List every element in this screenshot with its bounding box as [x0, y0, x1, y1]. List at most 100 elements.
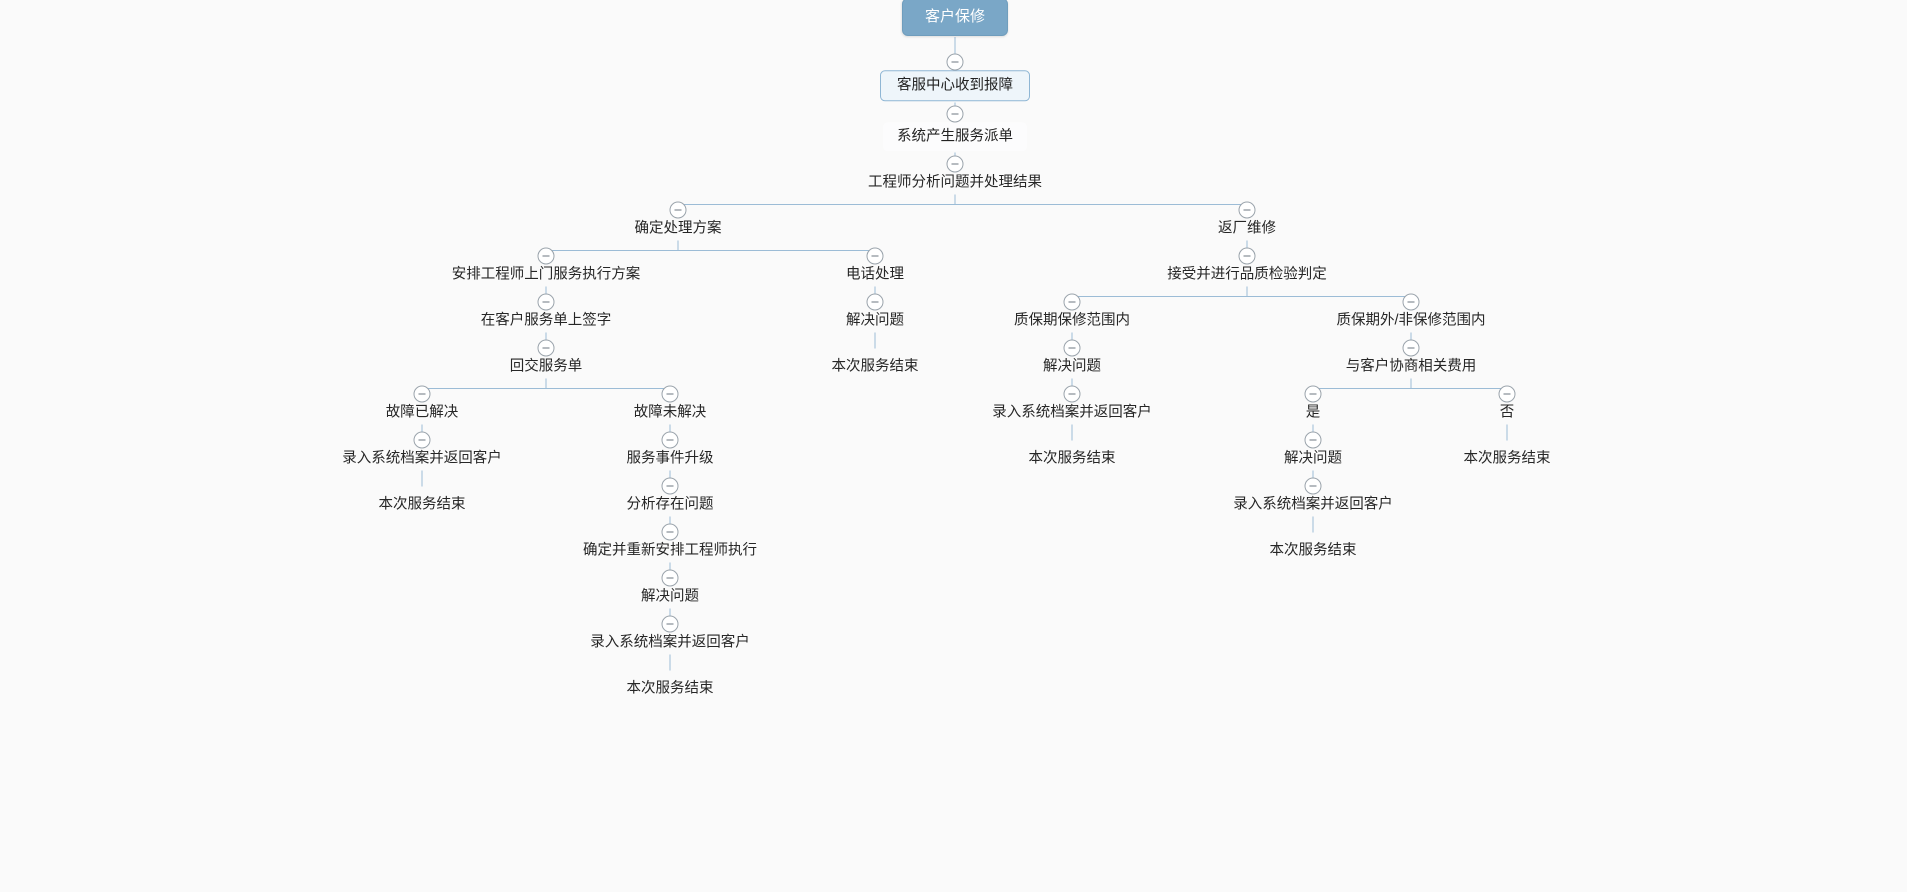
node-label: 在客户服务单上签字 — [480, 312, 612, 329]
node-label: 否 — [1499, 404, 1515, 421]
node-label: 客户保修 — [924, 8, 986, 25]
collapse-minus-icon[interactable] — [537, 247, 555, 265]
mindmap-node[interactable]: 录入系统档案并返回客户 — [986, 402, 1158, 423]
root-node[interactable]: 客户保修 — [901, 0, 1009, 36]
mindmap-node[interactable]: 安排工程师上门服务执行方案 — [446, 264, 647, 285]
node-label: 录入系统档案并返回客户 — [992, 404, 1152, 421]
node-label: 确定处理方案 — [634, 220, 722, 237]
mindmap-node[interactable]: 与客户协商相关费用 — [1340, 356, 1483, 377]
node-label: 工程师分析问题并处理结果 — [868, 174, 1042, 191]
mindmap-node[interactable]: 本次服务结束 — [1023, 448, 1122, 469]
minus-bar — [951, 61, 959, 63]
mindmap-node[interactable]: 故障已解决 — [380, 402, 465, 423]
collapse-minus-icon[interactable] — [661, 569, 679, 587]
mindmap-node[interactable]: 接受并进行品质检验判定 — [1161, 264, 1333, 285]
minus-bar — [1407, 347, 1415, 349]
node-label: 系统产生服务派单 — [897, 128, 1013, 145]
mindmap-node[interactable]: 确定并重新安排工程师执行 — [577, 540, 763, 561]
minus-bar — [674, 209, 682, 211]
minus-bar — [666, 393, 674, 395]
collapse-minus-icon[interactable] — [1304, 385, 1322, 403]
collapse-minus-icon[interactable] — [413, 385, 431, 403]
mindmap-node[interactable]: 录入系统档案并返回客户 — [336, 448, 508, 469]
mindmap-node[interactable]: 解决问题 — [1278, 448, 1348, 469]
collapse-minus-icon[interactable] — [1063, 339, 1081, 357]
node-label: 确定并重新安排工程师执行 — [583, 542, 757, 559]
minus-bar — [1068, 301, 1076, 303]
minus-bar — [951, 113, 959, 115]
mindmap-node[interactable]: 本次服务结束 — [1458, 448, 1557, 469]
collapse-minus-icon[interactable] — [1304, 431, 1322, 449]
mindmap-node[interactable]: 否 — [1494, 402, 1521, 423]
mindmap-node[interactable]: 录入系统档案并返回客户 — [584, 632, 756, 653]
minus-bar — [871, 255, 879, 257]
minus-bar — [542, 255, 550, 257]
mindmap-node[interactable]: 本次服务结束 — [373, 494, 472, 515]
mindmap-node[interactable]: 系统产生服务派单 — [883, 122, 1027, 152]
mindmap-node[interactable]: 本次服务结束 — [1264, 540, 1363, 561]
node-label: 本次服务结束 — [1463, 450, 1551, 467]
node-label: 故障已解决 — [385, 404, 459, 421]
collapse-minus-icon[interactable] — [866, 247, 884, 265]
minus-bar — [666, 439, 674, 441]
collapse-minus-icon[interactable] — [661, 385, 679, 403]
collapse-minus-icon[interactable] — [946, 105, 964, 123]
collapse-minus-icon[interactable] — [1498, 385, 1516, 403]
collapse-minus-icon[interactable] — [661, 615, 679, 633]
collapse-minus-icon[interactable] — [946, 53, 964, 71]
mindmap-node[interactable]: 录入系统档案并返回客户 — [1227, 494, 1399, 515]
minus-bar — [1309, 439, 1317, 441]
mindmap-node[interactable]: 服务事件升级 — [621, 448, 720, 469]
collapse-minus-icon[interactable] — [1304, 477, 1322, 495]
minus-bar — [542, 301, 550, 303]
collapse-minus-icon[interactable] — [537, 339, 555, 357]
node-label: 解决问题 — [1284, 450, 1342, 467]
mindmap-node[interactable]: 解决问题 — [840, 310, 910, 331]
mindmap-node[interactable]: 工程师分析问题并处理结果 — [862, 172, 1048, 193]
mindmap-node[interactable]: 客服中心收到报障 — [880, 70, 1030, 102]
collapse-minus-icon[interactable] — [661, 431, 679, 449]
minus-bar — [418, 393, 426, 395]
node-label: 本次服务结束 — [626, 680, 714, 697]
mindmap-node[interactable]: 质保期外/非保修范围内 — [1330, 310, 1491, 331]
minus-bar — [1309, 485, 1317, 487]
collapse-minus-icon[interactable] — [1238, 247, 1256, 265]
mindmap-node[interactable]: 解决问题 — [1037, 356, 1107, 377]
node-label: 录入系统档案并返回客户 — [1233, 496, 1393, 513]
collapse-minus-icon[interactable] — [1063, 293, 1081, 311]
node-label: 录入系统档案并返回客户 — [342, 450, 502, 467]
mindmap-node[interactable]: 回交服务单 — [504, 356, 589, 377]
collapse-minus-icon[interactable] — [1238, 201, 1256, 219]
mindmap-node[interactable]: 本次服务结束 — [826, 356, 925, 377]
mindmap-node[interactable]: 解决问题 — [635, 586, 705, 607]
node-label: 本次服务结束 — [1028, 450, 1116, 467]
collapse-minus-icon[interactable] — [669, 201, 687, 219]
mindmap-node[interactable]: 故障未解决 — [628, 402, 713, 423]
collapse-minus-icon[interactable] — [413, 431, 431, 449]
mindmap-node[interactable]: 在客户服务单上签字 — [475, 310, 618, 331]
mindmap-node[interactable]: 返厂维修 — [1212, 218, 1282, 239]
mindmap-node[interactable]: 质保期保修范围内 — [1008, 310, 1136, 331]
collapse-minus-icon[interactable] — [661, 523, 679, 541]
collapse-minus-icon[interactable] — [537, 293, 555, 311]
collapse-minus-icon[interactable] — [1402, 293, 1420, 311]
minus-bar — [1503, 393, 1511, 395]
node-label: 质保期保修范围内 — [1014, 312, 1130, 329]
mindmap-node[interactable]: 电话处理 — [840, 264, 910, 285]
node-label: 服务事件升级 — [626, 450, 714, 467]
collapse-minus-icon[interactable] — [946, 155, 964, 173]
collapse-minus-icon[interactable] — [661, 477, 679, 495]
collapse-minus-icon[interactable] — [866, 293, 884, 311]
collapse-minus-icon[interactable] — [1063, 385, 1081, 403]
mindmap-node[interactable]: 分析存在问题 — [621, 494, 720, 515]
node-label: 本次服务结束 — [378, 496, 466, 513]
minus-bar — [666, 623, 674, 625]
minus-bar — [666, 577, 674, 579]
mindmap-node[interactable]: 是 — [1300, 402, 1327, 423]
node-label: 安排工程师上门服务执行方案 — [451, 266, 641, 283]
minus-bar — [1309, 393, 1317, 395]
mindmap-node[interactable]: 确定处理方案 — [629, 218, 728, 239]
collapse-minus-icon[interactable] — [1402, 339, 1420, 357]
mindmap-node[interactable]: 本次服务结束 — [621, 678, 720, 699]
